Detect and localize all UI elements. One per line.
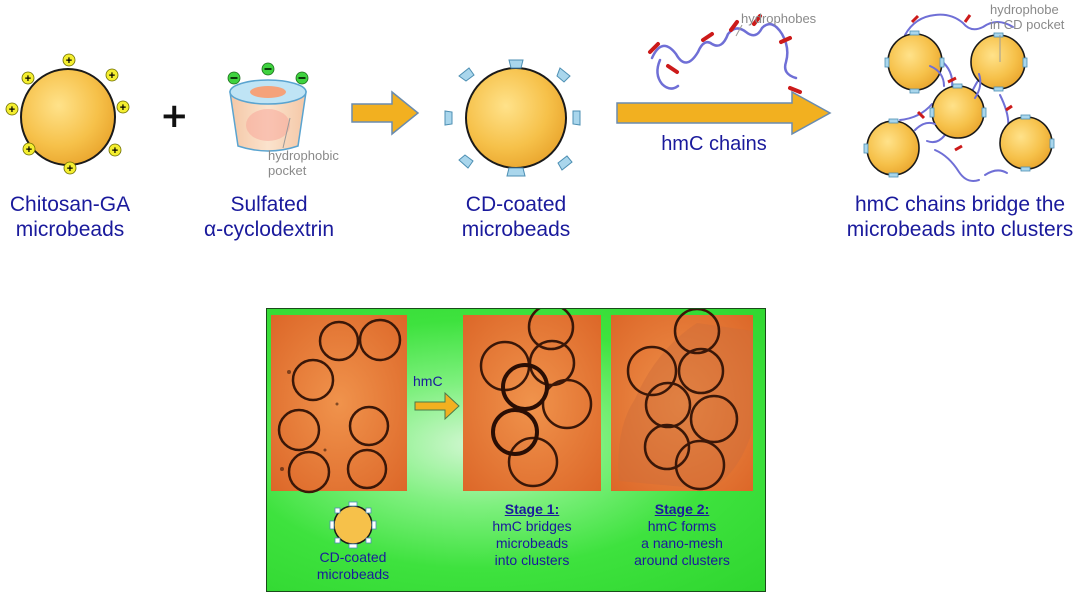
svg-text:+: + [120,102,126,114]
svg-text:+: + [9,104,15,116]
stage2-caption: Stage 2: hmC forms a nano-mesh around cl… [611,501,753,569]
stage1-caption: Stage 1: hmC bridges microbeads into clu… [463,501,601,569]
plus-sign: + [160,96,189,136]
micrograph-graphics [271,309,753,549]
hydrophobes-label: hydrophobes [741,11,817,26]
cyclodextrin-icon [227,62,309,152]
hydrophobe-in-cd-pocket-label: hydrophobe in CD pocket [990,2,1065,32]
micrograph-panel: hmC CD-coated microbeads Stage 1: hmC br… [266,308,766,592]
stage2-line1: hmC forms [647,518,717,534]
svg-text:+: + [109,70,115,82]
hmc-chain-icon [648,14,802,94]
negative-charge-icons [227,62,309,85]
chitosan-label-line2: microbeads [15,218,125,241]
clusters-label-line1: hmC chains bridge the [854,193,1066,216]
inset-label: CD-coated microbeads [303,549,403,583]
stage1-line3: into clusters [494,552,570,568]
cd-coated-label-line2: microbeads [461,218,571,241]
stage2-line3: around clusters [634,552,730,568]
svg-text:+: + [26,144,32,156]
clusters-label-line2: microbeads into clusters [846,218,1074,241]
chitosan-label-line1: Chitosan-GA [9,193,131,216]
hmc-arrow [414,391,460,421]
inset-label-line1: CD-coated [319,549,387,565]
positive-charge-icons: + + + + + + + + [5,53,130,175]
chitosan-bead: + + + + + + + + [5,53,130,175]
svg-text:+: + [25,73,31,85]
reaction-arrow-2 [616,90,832,136]
hydrophobic-pocket-label: hydrophobic pocket [268,148,339,178]
inset-cd-coated-bead [329,501,377,549]
stage2-heading: Stage 2: [654,501,710,517]
stage1-heading: Stage 1: [504,501,560,517]
hmc-chains-label: hmC chains [661,133,767,155]
clusters-label: hmC chains bridge the microbeads into cl… [836,192,1084,242]
micrograph-stage1 [463,309,601,491]
svg-text:+: + [66,55,72,67]
inset-label-line2: microbeads [316,566,390,582]
stage1-line1: hmC bridges [492,518,572,534]
cyclodextrin-label-line2: α-cyclodextrin [203,218,334,241]
hmc-arrow-label: hmC [413,373,443,389]
stage2-line2: a nano-mesh [641,535,723,551]
cyclodextrin-label: Sulfated α-cyclodextrin [184,192,354,242]
reaction-arrow-1 [351,90,420,136]
cd-coated-label-line1: CD-coated [465,193,567,216]
micrograph-stage2 [611,309,753,491]
cyclodextrin-label-line1: Sulfated [230,193,308,216]
svg-text:+: + [112,145,118,157]
top-diagram: + + + + + + + + [5,13,1055,182]
stage1-line2: microbeads [495,535,569,551]
svg-text:+: + [67,163,73,175]
micrograph-initial [271,315,407,494]
cd-coated-bead [444,59,581,177]
cd-coated-label: CD-coated microbeads [446,192,586,242]
chitosan-label: Chitosan-GA microbeads [0,192,140,242]
bead-cluster-icon [863,13,1055,182]
